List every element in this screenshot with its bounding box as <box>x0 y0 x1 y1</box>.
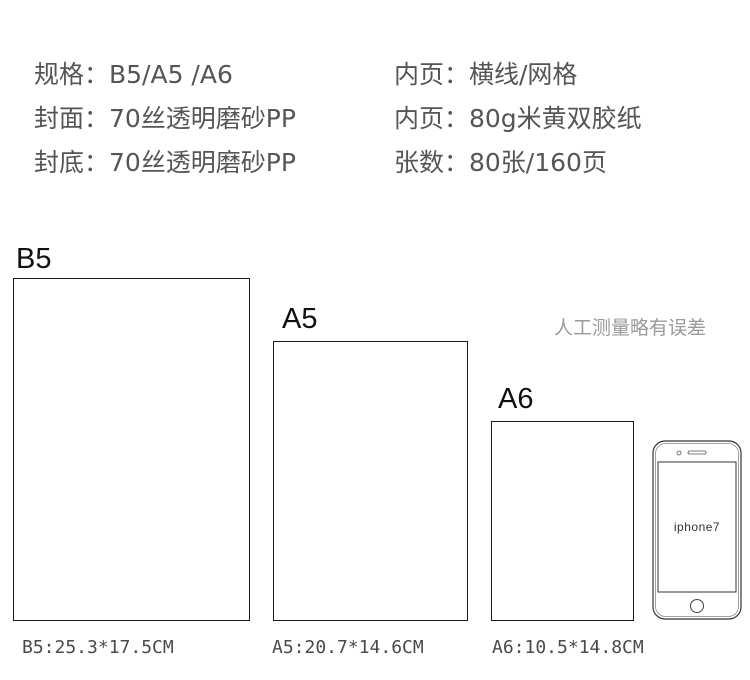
spec-sheet-count: 张数：80张/160页 <box>394 148 607 177</box>
spec-back-cover: 封底：70丝透明磨砂PP <box>34 148 296 177</box>
spec-front-cover: 封面：70丝透明磨砂PP <box>34 104 296 133</box>
a5-notebook-outline <box>273 341 468 621</box>
spec-inner-page-paper: 内页：80g米黄双胶纸 <box>394 104 642 133</box>
spec-format: 规格：B5/A5 /A6 <box>34 60 233 89</box>
a5-dimensions: A5:20.7*14.6CM <box>272 637 424 658</box>
spec-inner-page-ruling: 内页：横线/网格 <box>394 60 578 89</box>
phone-model-label: iphone7 <box>673 520 721 534</box>
a6-dimensions: A6:10.5*14.8CM <box>492 637 644 658</box>
b5-dimensions: B5:25.3*17.5CM <box>22 637 174 658</box>
smartphone-icon: iphone7 <box>652 440 742 620</box>
a5-size-label: A5 <box>282 303 318 335</box>
measurement-error-note: 人工测量略有误差 <box>554 317 707 339</box>
b5-notebook-outline <box>13 278 250 621</box>
a6-notebook-outline <box>491 421 634 621</box>
a6-size-label: A6 <box>498 383 534 415</box>
b5-size-label: B5 <box>16 243 52 275</box>
